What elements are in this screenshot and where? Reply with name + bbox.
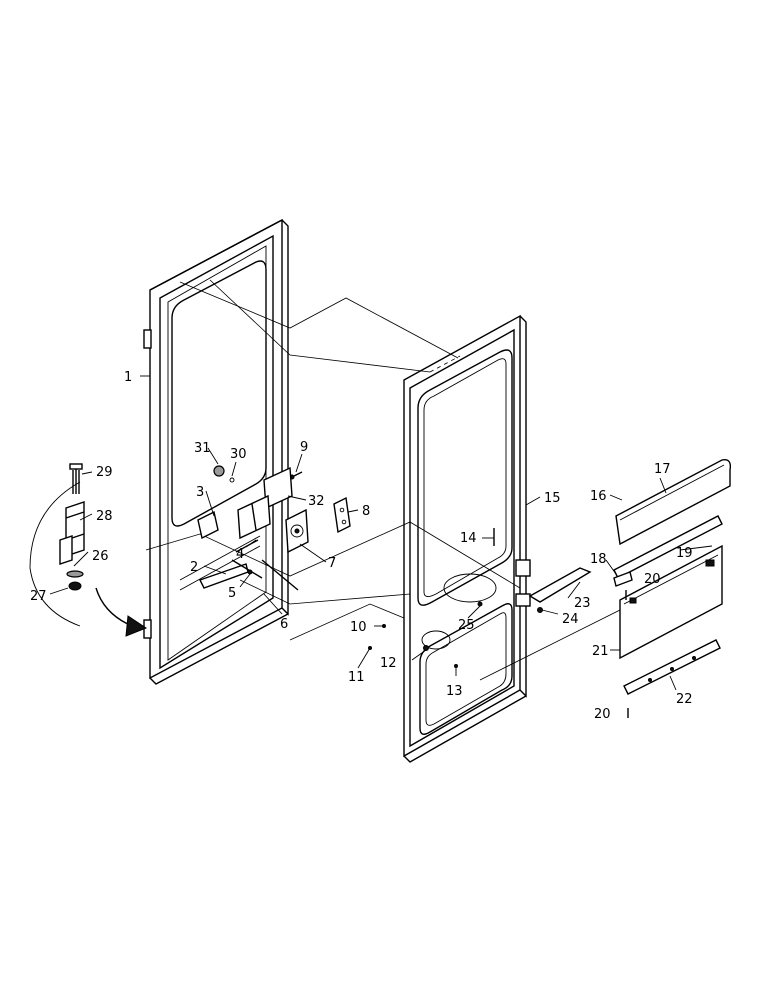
door-panel (143, 218, 289, 685)
cover-panel (619, 544, 723, 660)
projection-lines (145, 279, 641, 681)
callout-16: 16 (590, 489, 607, 504)
callout-15: 15 (544, 491, 561, 506)
callout-12: 12 (380, 656, 397, 671)
callout-2: 2 (190, 560, 198, 575)
latch-assembly (197, 465, 351, 591)
hinge-detail (29, 463, 148, 637)
callout-8: 8 (362, 504, 370, 519)
callout-19: 19 (676, 546, 693, 561)
knob (213, 465, 225, 477)
callout-3: 3 (196, 485, 204, 500)
callout-30: 30 (230, 447, 247, 462)
callout-23: 23 (574, 596, 591, 611)
callout-25: 25 (458, 618, 475, 633)
callout-10: 10 (350, 620, 367, 635)
strike-plate (333, 496, 351, 534)
callout-labels: 1 2 3 4 5 6 7 8 9 10 11 12 13 14 15 16 1… (30, 370, 693, 722)
callout-20-top: 20 (644, 572, 661, 587)
callout-7: 7 (328, 556, 336, 571)
callout-27: 27 (30, 589, 47, 604)
cover-parts (528, 459, 732, 718)
callout-1: 1 (124, 370, 132, 385)
top-cover (615, 459, 732, 546)
callout-24: 24 (562, 612, 579, 627)
callout-9: 9 (300, 440, 308, 455)
arrow-icon (125, 615, 148, 637)
callout-22: 22 (676, 692, 693, 707)
callout-14: 14 (460, 531, 477, 546)
callout-32: 32 (308, 494, 325, 509)
callout-21: 21 (592, 644, 609, 659)
callout-4: 4 (236, 547, 244, 562)
callout-31: 31 (194, 441, 211, 456)
leader-lines (49, 375, 713, 691)
callout-29: 29 (96, 465, 113, 480)
callout-5: 5 (228, 586, 236, 601)
callout-17: 17 (654, 462, 671, 477)
callout-26: 26 (92, 549, 109, 564)
callout-11: 11 (348, 670, 365, 685)
callout-6: 6 (280, 617, 288, 632)
callout-18: 18 (590, 552, 607, 567)
callout-20-bottom: 20 (594, 707, 611, 722)
callout-13: 13 (446, 684, 463, 699)
frame-panel (403, 314, 531, 763)
callout-28: 28 (96, 509, 113, 524)
